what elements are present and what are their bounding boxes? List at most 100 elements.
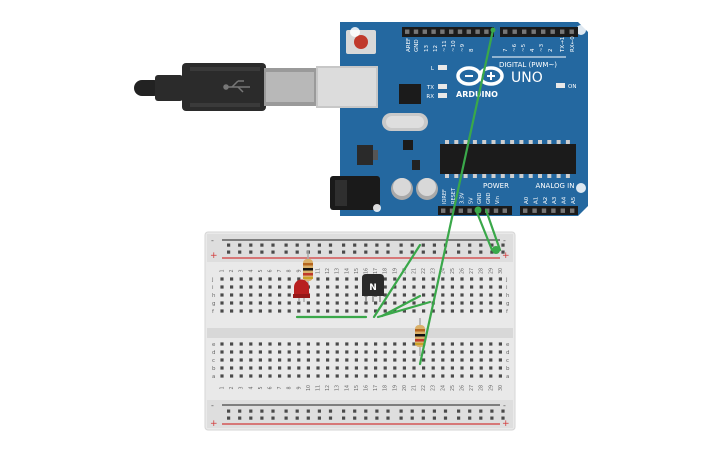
breadboard-holes (220, 243, 505, 420)
column-label: 10 (306, 385, 312, 391)
column-label: 26 (460, 385, 466, 391)
svg-text:TX: TX (426, 85, 434, 91)
resistor-led[interactable] (303, 250, 313, 285)
digital-pin-label: ~11 (442, 40, 448, 52)
row-label: e (506, 342, 510, 348)
row-label: f (506, 309, 509, 315)
row-label: h (212, 293, 216, 299)
rail-minus-label: - (211, 236, 214, 245)
digital-pin-label: 8 (469, 48, 475, 52)
row-label: i (506, 285, 508, 291)
row-label: g (212, 301, 216, 307)
column-label: 27 (469, 268, 475, 274)
column-label: 22 (421, 385, 427, 391)
column-label: 9 (296, 269, 302, 272)
column-label: 18 (383, 385, 389, 391)
digital-pin-label: 4 (530, 48, 536, 52)
digital-header-pins (405, 29, 574, 34)
analog-pin-label: A0 (524, 196, 530, 204)
svg-text:RX: RX (426, 94, 434, 100)
column-label: 15 (354, 385, 360, 391)
column-label: 16 (364, 385, 370, 391)
analog-pin-label: A5 (571, 196, 577, 204)
column-label: 7 (277, 269, 283, 272)
svg-text:+: + (502, 419, 510, 429)
digital-pin-label: ~9 (460, 43, 466, 52)
svg-text:-: - (503, 401, 506, 410)
column-label: 25 (450, 268, 456, 274)
digital-pin-label: ~10 (451, 40, 457, 52)
row-label: c (212, 358, 215, 364)
column-label: 8 (287, 269, 293, 272)
row-label: a (212, 374, 215, 380)
brand-label: ARDUINO (456, 90, 498, 99)
column-label: 17 (373, 268, 379, 274)
analog-header-label: ANALOG IN (536, 182, 575, 190)
digital-pin-label: 7 (503, 48, 509, 52)
column-label: 14 (344, 268, 350, 274)
digital-pin-label: RX←0 (570, 36, 576, 52)
column-label: 23 (431, 268, 437, 274)
digital-pin-label: 2 (548, 49, 554, 53)
wire-emitter-to-ground[interactable] (372, 243, 422, 319)
resistor-base[interactable] (415, 318, 425, 356)
row-label: j (211, 277, 214, 283)
wire-pin8-to-resistor[interactable] (418, 28, 495, 366)
analog-pin-label: A3 (552, 196, 558, 204)
svg-text:+: + (502, 251, 510, 261)
svg-text:-: - (211, 401, 214, 410)
column-label: 2 (229, 269, 235, 272)
column-label: 5 (258, 269, 264, 272)
digital-header-label: DIGITAL (PWM~) (499, 61, 557, 69)
row-label: d (506, 350, 510, 356)
digital-pin-label: 13 (424, 45, 430, 52)
column-label: 22 (421, 268, 427, 274)
model-label: UNO (511, 70, 543, 86)
red-led[interactable] (293, 279, 310, 302)
column-label: 11 (316, 385, 322, 391)
npn-transistor[interactable]: N (362, 274, 384, 302)
column-label: 18 (383, 268, 389, 274)
column-label: 21 (412, 268, 418, 274)
power-pin-label: 3.3V (460, 192, 466, 204)
column-label: 13 (335, 268, 341, 274)
wire-transistor-link[interactable] (380, 294, 422, 318)
column-label: 19 (392, 268, 398, 274)
svg-text:-: - (503, 236, 506, 245)
wire-5v-to-rail[interactable] (474, 208, 494, 252)
wires (295, 28, 502, 366)
power-pin-label: IOREF (442, 189, 448, 204)
atmega-chip (440, 140, 576, 178)
led-rx (438, 93, 447, 98)
column-label: 24 (440, 385, 446, 391)
breadboard-column-labels: 1122334455667788991010111112121313141415… (220, 268, 504, 391)
power-pin-label: GND (486, 192, 492, 204)
column-label: 12 (325, 268, 331, 274)
column-label: 1 (220, 269, 226, 272)
svg-text:+: + (210, 419, 218, 429)
row-label: h (506, 293, 510, 299)
usb-icon (223, 80, 250, 93)
usb-cable (134, 63, 316, 111)
analog-pin-label: A4 (562, 196, 568, 204)
digital-pin-label: ~5 (521, 43, 527, 52)
column-label: 21 (412, 385, 418, 391)
column-label: 13 (335, 385, 341, 391)
led-l (438, 65, 447, 70)
column-label: 3 (239, 269, 245, 272)
digital-pin-label: ~3 (539, 43, 545, 52)
row-label: c (506, 358, 509, 364)
power-header-label: POWER (483, 182, 509, 190)
column-label: 23 (431, 385, 437, 391)
column-label: 9 (296, 386, 302, 389)
usb-chip (399, 84, 421, 104)
wire-gnd-to-rail[interactable] (484, 208, 502, 252)
column-label: 28 (479, 385, 485, 391)
column-label: 4 (248, 269, 254, 272)
row-label: i (212, 285, 214, 291)
column-label: 27 (469, 385, 475, 391)
svg-text:L: L (431, 66, 435, 72)
